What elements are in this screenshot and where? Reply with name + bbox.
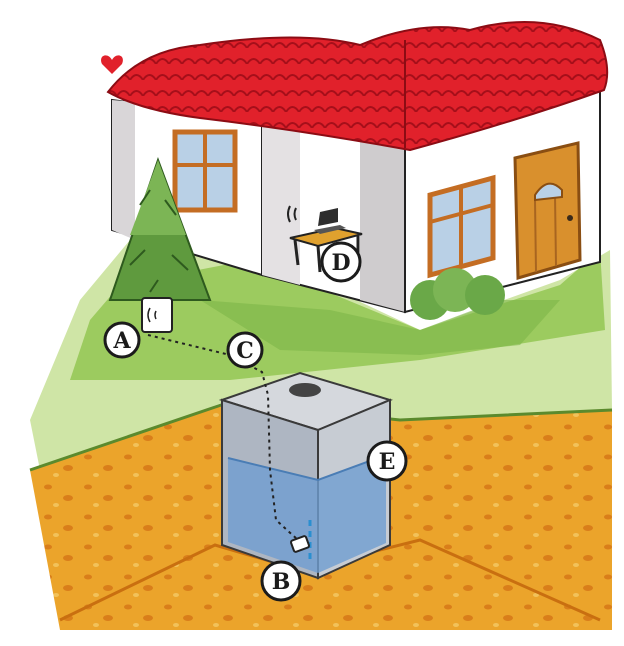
callout-e: E <box>368 442 406 480</box>
svg-text:D: D <box>331 250 350 276</box>
svg-text:A: A <box>112 328 131 354</box>
callout-b: B <box>262 562 300 600</box>
front-door <box>515 143 580 278</box>
svg-text:E: E <box>379 449 396 475</box>
callout-c: C <box>228 333 262 367</box>
callout-a: A <box>105 323 139 357</box>
callout-d: D <box>322 243 360 281</box>
svg-text:B: B <box>272 569 291 595</box>
window-front-wall <box>430 178 493 275</box>
cistern-opening <box>289 383 321 397</box>
svg-text:C: C <box>236 338 254 364</box>
gateway-icon <box>142 298 172 332</box>
heart-icon <box>101 55 123 74</box>
window-left-wall <box>175 132 235 210</box>
